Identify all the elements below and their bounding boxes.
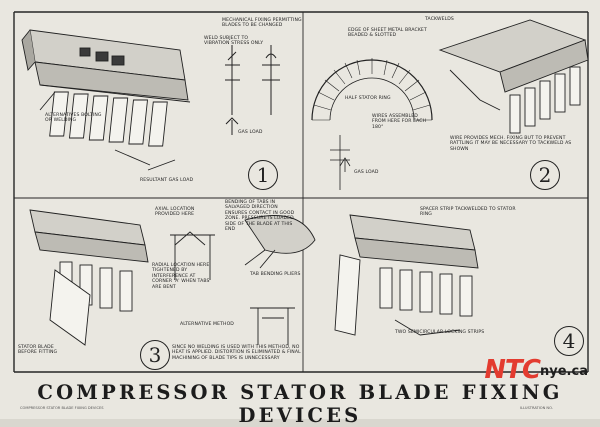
panel2-half-stator-ring	[311, 58, 433, 190]
label-radial-location: RADIAL LOCATION HERE TIGHTENED BY INTERF…	[152, 263, 210, 290]
footer-right: illustration no.	[520, 406, 553, 410]
label-edge-sheet-metal: EDGE OF SHEET METAL BRACKET BEADED & SLO…	[348, 28, 427, 39]
label-alternative-method: ALTERNATIVE METHOD	[180, 322, 234, 327]
panel4-number: 4	[554, 326, 584, 356]
panel1-fixing-details	[225, 45, 280, 135]
panel1-casing-drawing	[21, 29, 191, 171]
panel2-casing-drawing	[438, 19, 589, 134]
label-half-stator-ring: HALF STATOR RING	[345, 96, 391, 101]
label-bending-of-tabs: BENDING OF TABS IN SALVAGED DIRECTION EN…	[225, 200, 295, 233]
poster-title: COMPRESSOR STATOR BLADE FIXING DEVICES	[37, 381, 563, 427]
label-locking-strips: TWO SEMICIRCULAR LOCKING STRIPS	[395, 330, 485, 335]
label-weld-vibration: WELD SUBJECT TO VIBRATION STRESS ONLY	[204, 36, 264, 47]
label-mechanical-fixing: MECHANICAL FIXING PERMITTING BLADES TO B…	[222, 18, 302, 29]
panel1-number: 1	[248, 160, 278, 190]
panel3-number: 3	[140, 340, 170, 370]
label-axial-location: AXIAL LOCATION PROVIDED HERE	[155, 207, 195, 218]
label-stator-blade-before-fitting: STATOR BLADE BEFORE FITTING	[18, 345, 58, 356]
label-gas-load-2: GAS LOAD	[354, 170, 379, 175]
panel3-tab-details	[170, 215, 316, 345]
label-tab-bending-pliers: TAB BENDING PLIERS	[250, 272, 301, 277]
footer-left: compressor stator blade fixing devices	[20, 406, 104, 410]
label-spacer-strip: SPACER STRIP TACKWELDED TO STATOR RING	[420, 207, 516, 218]
label-alternatives: ALTERNATIVES BOLTING OR WELDING	[45, 113, 102, 124]
label-gas-load-1: GAS LOAD	[238, 130, 263, 135]
label-wires-assembled: WIRES ASSEMBLED FROM HERE FOR EACH 180°	[372, 114, 427, 130]
ntc-domain: nye.ca	[540, 364, 588, 379]
panel4-casing-drawing	[334, 214, 479, 336]
outer-frame	[13, 11, 589, 373]
panel3-casing-drawing	[29, 209, 149, 346]
label-tackwelds: TACKWELDS	[425, 17, 454, 22]
label-resultant-gas-load: RESULTANT GAS LOAD	[140, 178, 194, 183]
panel2-number: 2	[530, 160, 560, 190]
label-wire-note: WIRE PROVIDES MECH. FIXING BUT TO PREVEN…	[450, 136, 572, 152]
label-no-welding-note: SINCE NO WELDING IS USED WITH THIS METHO…	[172, 345, 301, 361]
